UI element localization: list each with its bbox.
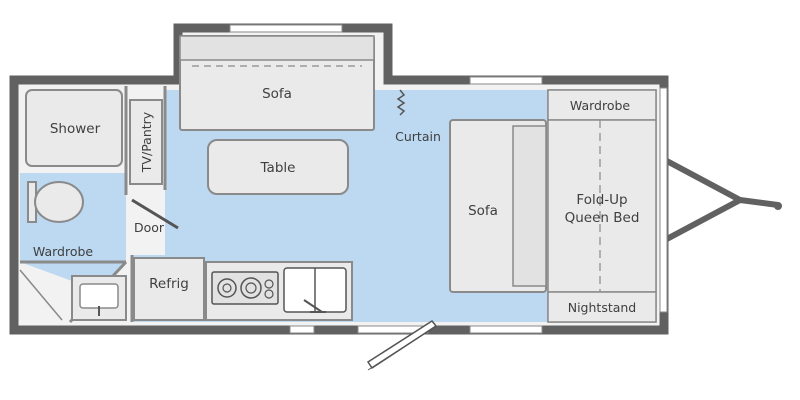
nightstand-label: Nightstand — [568, 300, 637, 315]
bed-label-line2: Queen Bed — [565, 210, 640, 226]
tv-pantry: TV/Pantry — [129, 99, 163, 185]
wardrobe-left-label: Wardrobe — [33, 244, 94, 259]
kitchen-counter — [205, 261, 353, 321]
front-sofa-label: Sofa — [262, 86, 292, 102]
rear-sofa-label: Sofa — [468, 203, 498, 219]
bed-label-line1: Fold-Up — [576, 192, 627, 208]
wardrobe-left: Wardrobe — [19, 244, 94, 321]
curtain: Curtain — [395, 89, 441, 144]
bedroom: Wardrobe Fold-Up Queen Bed Nightstand — [547, 89, 657, 323]
shower-label: Shower — [50, 121, 101, 137]
trailer-hitch — [662, 157, 781, 243]
bath-sink — [71, 275, 127, 321]
entry-door — [366, 320, 438, 371]
wardrobe-right — [547, 89, 657, 121]
nightstand — [547, 291, 657, 323]
table-label: Table — [260, 160, 296, 176]
hitch-coupler — [774, 202, 782, 210]
wardrobe-right-label: Wardrobe — [570, 98, 631, 113]
stove-icon — [211, 271, 279, 305]
door-label: Door — [134, 220, 165, 235]
fold-up-queen-bed — [547, 119, 657, 293]
front-sofa: Sofa — [179, 35, 375, 131]
kitchen-sink-icon — [283, 267, 347, 313]
tv-pantry-label: TV/Pantry — [139, 111, 154, 173]
rear-sofa: Sofa — [449, 119, 547, 293]
toilet — [27, 181, 84, 223]
curtain-label: Curtain — [395, 129, 441, 144]
bath-door: Door — [131, 198, 179, 235]
dinette-table: Table — [207, 139, 349, 195]
windows — [229, 24, 668, 334]
refrigerator: Refrig — [133, 257, 205, 321]
shower: Shower — [25, 89, 123, 167]
refrig-label: Refrig — [149, 276, 189, 292]
